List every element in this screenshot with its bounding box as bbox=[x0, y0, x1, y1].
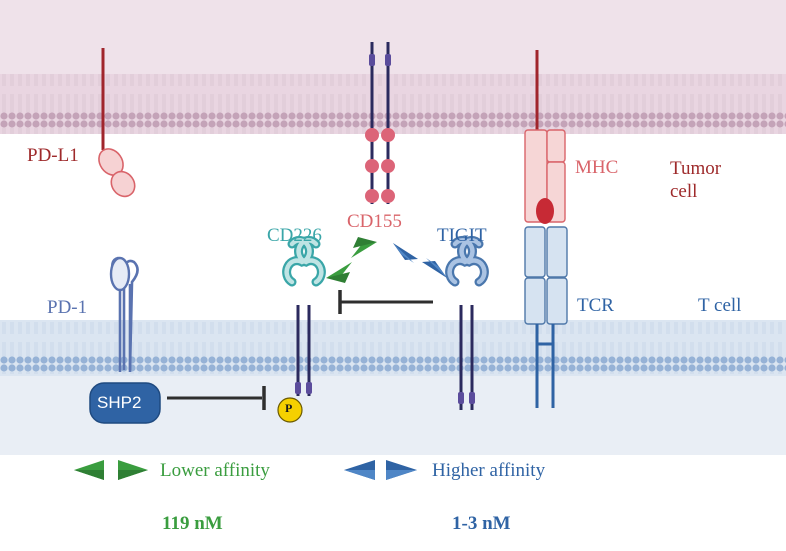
tigit-inhibition-arrow bbox=[338, 290, 433, 314]
tumor-cell-interior bbox=[0, 0, 786, 74]
higher-affinity-value: 1-3 nM bbox=[452, 513, 511, 534]
cd226-protein bbox=[282, 235, 326, 396]
cd155-label: CD155 bbox=[347, 211, 402, 232]
legend-blue-arrow bbox=[344, 460, 417, 480]
legend-green-arrow bbox=[74, 460, 148, 480]
shp2-inhibition-arrow bbox=[167, 386, 266, 410]
pd-l1-protein bbox=[98, 48, 136, 198]
cd226-label: CD226 bbox=[267, 225, 322, 246]
tcr-label: TCR bbox=[577, 295, 614, 316]
tumor-cell-label: Tumor cell bbox=[670, 158, 722, 202]
pd-1-label: PD-1 bbox=[47, 297, 88, 318]
mhc-label: MHC bbox=[575, 157, 619, 178]
tcell-membrane bbox=[0, 322, 786, 374]
pd-l1-label: PD-L1 bbox=[27, 145, 79, 166]
t-cell-label: T cell bbox=[698, 295, 742, 316]
shp2-protein bbox=[89, 382, 161, 424]
tcr-protein bbox=[524, 226, 568, 408]
legend-higher-affinity-label: Higher affinity bbox=[432, 460, 546, 481]
shp2-label: SHP2 bbox=[97, 393, 142, 412]
mhc-protein bbox=[524, 50, 566, 224]
tigit-protein bbox=[445, 235, 489, 410]
tigit-label: TIGIT bbox=[437, 225, 487, 246]
phosphate-circle bbox=[277, 397, 303, 423]
lower-affinity-value: 119 nM bbox=[162, 513, 223, 534]
cd155-protein bbox=[365, 42, 395, 204]
phosphate-label: P bbox=[285, 401, 293, 415]
tumor-membrane bbox=[0, 74, 786, 134]
lower-affinity-arrow bbox=[326, 237, 377, 283]
higher-affinity-arrow bbox=[393, 243, 447, 278]
legend-lower-affinity-label: Lower affinity bbox=[160, 460, 270, 481]
pd-1-protein bbox=[109, 256, 139, 372]
